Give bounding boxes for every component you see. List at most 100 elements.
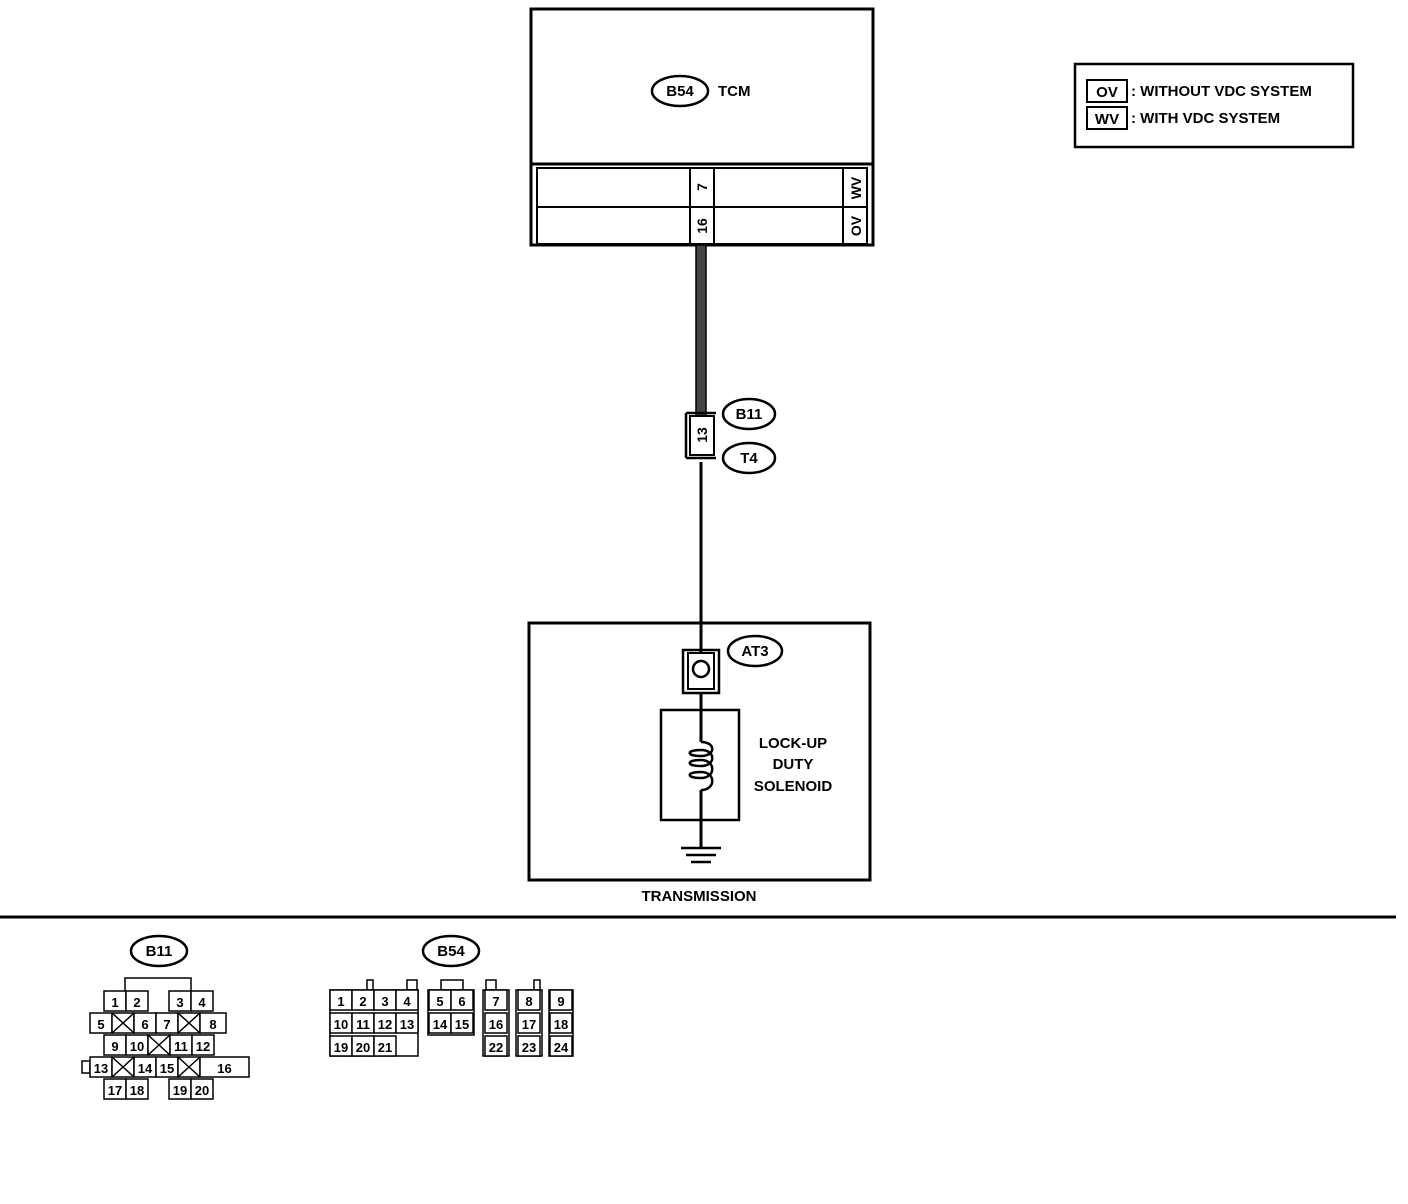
b11-side-tab: [81, 1060, 91, 1074]
b54-pin: 18: [554, 1017, 568, 1032]
b54-lock-tab: [440, 979, 464, 991]
b54-pin: 12: [378, 1017, 392, 1032]
b11-pin: 19: [173, 1083, 187, 1098]
b11-pin: 6: [141, 1017, 148, 1032]
b11-pin: 3: [176, 995, 183, 1010]
legend-ov-code: OV: [1096, 84, 1118, 101]
b54-pin-cell: [395, 989, 419, 1011]
shielded-wire: [695, 244, 707, 418]
b11-pin: 8: [209, 1017, 216, 1032]
joint-connector: [684, 411, 716, 460]
b54-badge: [421, 934, 481, 968]
b11-pin: 1: [111, 995, 118, 1010]
b54-lock-tab: [533, 979, 541, 991]
b54-pin-cell: [549, 989, 573, 1011]
b11-pin: 18: [130, 1083, 144, 1098]
b54-pin: 2: [359, 994, 366, 1009]
joint-bottom-badge: [721, 441, 777, 475]
b54-pin: 7: [492, 994, 499, 1009]
empty-cavity-mark: [147, 1034, 171, 1056]
empty-cavity-mark: [111, 1012, 135, 1034]
solenoid-label-2: DUTY: [773, 756, 814, 773]
b54-lock-tab: [485, 979, 497, 991]
joint-top-label: B11: [736, 406, 763, 423]
ground-icon: [681, 846, 721, 864]
b54-pin: 8: [525, 994, 532, 1009]
empty-cavity-mark: [111, 1056, 135, 1078]
b54-pin-cell: [549, 1012, 573, 1034]
b54-pin-cell: [484, 989, 508, 1011]
empty-cavity-mark: [177, 1012, 201, 1034]
b54-pin: 23: [522, 1040, 536, 1055]
b54-pin-cell: [373, 1035, 397, 1057]
legend-wv-code: WV: [1095, 111, 1119, 128]
legend-box: [1073, 62, 1355, 149]
b54-pin: 1: [337, 994, 344, 1009]
b54-pin: 11: [356, 1017, 370, 1032]
b11-pin-cell: [125, 990, 149, 1012]
transmission-box: [527, 621, 872, 882]
b11-badge: [129, 934, 189, 968]
b11-pin: 11: [174, 1039, 188, 1054]
joint-bottom-label: T4: [740, 450, 758, 467]
b54-pin: 13: [400, 1017, 414, 1032]
b54-pin: 5: [436, 994, 443, 1009]
b54-pin-cell: [517, 989, 541, 1011]
b54-pin-cell: [484, 1012, 508, 1034]
b11-pin: 4: [198, 995, 206, 1010]
b11-pin: 12: [196, 1039, 210, 1054]
b54-pin: 24: [554, 1040, 569, 1055]
b11-pin-cell: [125, 1078, 149, 1100]
b54-pin-cell: [450, 989, 474, 1011]
b54-pin: 20: [356, 1040, 370, 1055]
b54-lock-tab: [366, 979, 374, 991]
tcm-pin-ov: 16: [694, 218, 710, 234]
joint-top-badge: [721, 397, 777, 431]
b54-pin-cell: [484, 1035, 508, 1057]
solenoid-coil-icon: [688, 740, 714, 792]
b11-pin: 20: [195, 1083, 209, 1098]
b54-pin-cell: [395, 1012, 419, 1034]
empty-cavity-mark: [177, 1056, 201, 1078]
tcm-tag-ov: OV: [848, 215, 864, 236]
legend-wv-text: : WITH VDC SYSTEM: [1131, 110, 1280, 127]
tcm-tag-wv: WV: [848, 176, 864, 199]
b11-pin: 17: [108, 1083, 122, 1098]
b54-pin: 22: [489, 1040, 503, 1055]
transmission-label: TRANSMISSION: [641, 888, 756, 905]
b11-pin-cell: [190, 990, 214, 1012]
tcm-label: TCM: [718, 83, 751, 100]
b11-pin: 10: [130, 1039, 144, 1054]
tcm-connector-label: B54: [666, 83, 694, 100]
b11-lock-tab: [124, 977, 192, 991]
b11-pin: 5: [97, 1017, 104, 1032]
b54-pin: 14: [433, 1017, 448, 1032]
b54-pin-cell: [450, 1012, 474, 1034]
tcm-connector-badge: [650, 74, 710, 108]
b11-pin-cell: [191, 1034, 215, 1056]
b11-pin-cell: [190, 1078, 214, 1100]
b54-lock-tab: [406, 979, 418, 991]
b54-pin-cell: [517, 1012, 541, 1034]
at3-badge: [726, 634, 784, 668]
b54-pin: 16: [489, 1017, 503, 1032]
solenoid-label-1: LOCK-UP: [759, 735, 827, 752]
b54-pin: 9: [557, 994, 564, 1009]
b54-pin: 15: [455, 1017, 469, 1032]
b11-title: B11: [146, 943, 173, 960]
b54-pin: 10: [334, 1017, 348, 1032]
b11-pin: 2: [133, 995, 140, 1010]
b11-pin: 9: [111, 1039, 118, 1054]
b11-pin-cell: [199, 1012, 227, 1034]
b54-pin: 19: [334, 1040, 348, 1055]
b54-pin-cell: [517, 1035, 541, 1057]
tcm-unit: [529, 7, 875, 247]
b54-pin: 4: [403, 994, 411, 1009]
legend-ov-text: : WITHOUT VDC SYSTEM: [1131, 83, 1312, 100]
b54-pin-cell: [549, 1035, 573, 1057]
b54-pin: 6: [458, 994, 465, 1009]
b11-pin: 16: [217, 1061, 231, 1076]
